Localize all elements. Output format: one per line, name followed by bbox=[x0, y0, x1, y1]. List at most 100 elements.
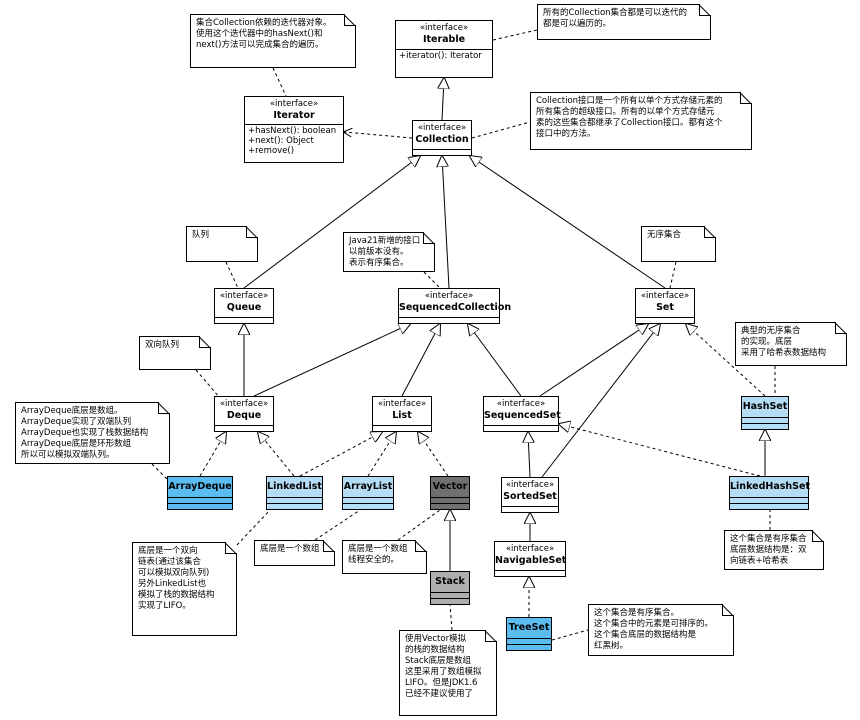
note-fold bbox=[740, 92, 752, 104]
vector-note[interactable]: 底层是一个数组 线程安全的。 bbox=[342, 540, 427, 574]
array-deque-note[interactable]: ArrayDeque底层是数组。 ArrayDeque实现了双端队列 Array… bbox=[15, 402, 170, 464]
seqcoll-extends-collection bbox=[442, 156, 450, 289]
set-note[interactable]: 无序集合 bbox=[641, 226, 716, 262]
set-extends-collection bbox=[470, 156, 666, 289]
linked-hash-set-name: LinkedHashSet bbox=[730, 481, 810, 492]
iterable-note-link bbox=[492, 29, 538, 41]
relationship-lines bbox=[199, 78, 765, 617]
collection-interface-box[interactable]: «interface» Collection bbox=[412, 120, 472, 156]
sequenced-collection-note[interactable]: Java21新增的接口 以前版本没有。 表示有序集合。 bbox=[343, 232, 435, 272]
iterable-methods: +iterator(): Iterator bbox=[396, 49, 492, 62]
arraylist-implements-list bbox=[367, 432, 396, 477]
note-fold bbox=[704, 226, 716, 238]
note-fold bbox=[812, 530, 824, 542]
hash-set-class-box[interactable]: HashSet bbox=[741, 396, 789, 430]
stack-name: Stack bbox=[435, 576, 465, 587]
iterable-note[interactable]: 所有的Collection集合都是可以迭代的 都是可以遍历的。 bbox=[537, 4, 711, 40]
sortedset-extends-seqset bbox=[528, 432, 530, 478]
iterator-note-link bbox=[272, 67, 287, 97]
stack-note[interactable]: 使用Vector模拟 的栈的数据结构 Stack底层是数组 这里采用了数组模拟 … bbox=[399, 630, 497, 716]
iterator-name: Iterator bbox=[273, 110, 315, 121]
vector-name: Vector bbox=[432, 481, 468, 492]
sequenced-set-name: SequencedSet bbox=[484, 410, 561, 421]
iterable-interface-box[interactable]: «interface» Iterable +iterator(): Iterat… bbox=[395, 20, 493, 78]
linkedhashset-implements-seqset bbox=[559, 424, 761, 477]
deque-stereotype: «interface» bbox=[219, 399, 269, 409]
hash-set-name: HashSet bbox=[742, 401, 788, 412]
list-interface-box[interactable]: «interface» List bbox=[372, 396, 432, 432]
vector-implements-list bbox=[418, 432, 449, 477]
vector-class-box[interactable]: Vector bbox=[430, 476, 470, 510]
linked-list-name: LinkedList bbox=[267, 481, 322, 492]
iterable-method: +iterator(): Iterator bbox=[399, 51, 482, 61]
seqcoll-note-link bbox=[423, 271, 441, 289]
sorted-set-name: SortedSet bbox=[503, 491, 557, 502]
seqset-extends-set bbox=[539, 324, 648, 397]
iterable-stereotype: «interface» bbox=[419, 23, 469, 33]
note-fold bbox=[158, 402, 170, 414]
navigable-set-interface-box[interactable]: «interface» NavigableSet bbox=[494, 541, 566, 577]
navigable-set-name: NavigableSet bbox=[495, 555, 567, 566]
iterator-method-next: +next(): Object bbox=[248, 136, 314, 146]
collection-stereotype: «interface» bbox=[417, 123, 467, 133]
sorted-set-interface-box[interactable]: «interface» SortedSet bbox=[501, 477, 559, 513]
note-fold bbox=[722, 604, 734, 616]
collection-name: Collection bbox=[415, 134, 469, 145]
set-stereotype: «interface» bbox=[640, 291, 690, 301]
tree-set-name: TreeSet bbox=[508, 622, 550, 633]
stack-note-link bbox=[449, 604, 453, 631]
collection-note-link bbox=[471, 121, 531, 139]
deque-interface-box[interactable]: «interface» Deque bbox=[214, 396, 274, 432]
linked-hash-set-note[interactable]: 这个集合是有序集合 底层数据结构是：双 向链表+哈希表 bbox=[724, 530, 824, 570]
note-fold bbox=[323, 540, 335, 552]
queue-interface-box[interactable]: «interface» Queue bbox=[214, 288, 274, 324]
tree-set-note[interactable]: 这个集合是有序集合。 这个集合中的元素是可排序的。 这个集合底层的数据结构是 红… bbox=[588, 604, 734, 656]
set-note-link bbox=[669, 261, 677, 289]
linkedlist-implements-deque bbox=[258, 432, 295, 477]
collection-note[interactable]: Collection接口是一个所有以单个方式存储元素的 所有集合的超级接口。所有… bbox=[530, 92, 752, 150]
sequenced-set-interface-box[interactable]: «interface» SequencedSet bbox=[483, 396, 561, 432]
note-fold bbox=[246, 226, 258, 238]
tree-set-class-box[interactable]: TreeSet bbox=[506, 617, 552, 651]
deque-extends-seqcoll bbox=[253, 324, 410, 397]
iterable-depends-iterator bbox=[344, 132, 413, 139]
hash-set-note[interactable]: 典型的无序集合 的实现。底层 采用了哈希表数据结构 bbox=[735, 322, 847, 366]
arraylist-note-link bbox=[314, 509, 361, 541]
queue-name: Queue bbox=[226, 302, 262, 313]
note-fold bbox=[699, 4, 711, 16]
sequenced-set-stereotype: «interface» bbox=[496, 399, 546, 409]
set-interface-box[interactable]: «interface» Set bbox=[635, 288, 695, 324]
deque-name: Deque bbox=[226, 410, 262, 421]
collection-extends-iterable bbox=[442, 78, 444, 121]
iterator-interface-box[interactable]: «interface» Iterator +hasNext(): boolean… bbox=[244, 96, 344, 163]
list-name: List bbox=[392, 410, 412, 421]
array-deque-name: ArrayDeque bbox=[168, 481, 232, 492]
sorted-set-stereotype: «interface» bbox=[505, 480, 555, 490]
note-fold bbox=[423, 232, 435, 244]
iterator-method-hasnext: +hasNext(): boolean bbox=[248, 126, 337, 136]
note-fold bbox=[485, 630, 497, 642]
array-deque-class-box[interactable]: ArrayDeque bbox=[167, 476, 233, 510]
linked-hash-set-class-box[interactable]: LinkedHashSet bbox=[729, 476, 810, 510]
note-fold bbox=[344, 14, 356, 26]
list-stereotype: «interface» bbox=[377, 399, 427, 409]
iterator-stereotype: «interface» bbox=[269, 99, 319, 109]
array-list-name: ArrayList bbox=[343, 481, 393, 492]
note-fold bbox=[225, 542, 237, 554]
iterable-name: Iterable bbox=[422, 34, 466, 45]
linked-list-note[interactable]: 底层是一个双向 链表(通过该集合 可以模拟双向队列) 另外LinkedList也… bbox=[132, 542, 237, 636]
iterator-note[interactable]: 集合Collection依赖的迭代器对象。 使用这个迭代器中的hasNext()… bbox=[190, 14, 356, 68]
iterator-methods: +hasNext(): boolean +next(): Object +rem… bbox=[245, 124, 343, 157]
queue-extends-collection bbox=[243, 156, 420, 289]
seqset-extends-seqcoll bbox=[468, 324, 522, 397]
sequenced-collection-name: SequencedCollection bbox=[399, 302, 512, 313]
stack-class-box[interactable]: Stack bbox=[430, 571, 470, 605]
sequenced-collection-interface-box[interactable]: «interface» SequencedCollection bbox=[398, 288, 512, 324]
note-fold bbox=[415, 540, 427, 552]
linked-list-class-box[interactable]: LinkedList bbox=[266, 476, 323, 510]
deque-note-link bbox=[195, 369, 221, 399]
array-list-note[interactable]: 底层是一个数组 bbox=[254, 540, 335, 566]
array-list-class-box[interactable]: ArrayList bbox=[342, 476, 394, 510]
navigable-set-stereotype: «interface» bbox=[505, 544, 555, 554]
